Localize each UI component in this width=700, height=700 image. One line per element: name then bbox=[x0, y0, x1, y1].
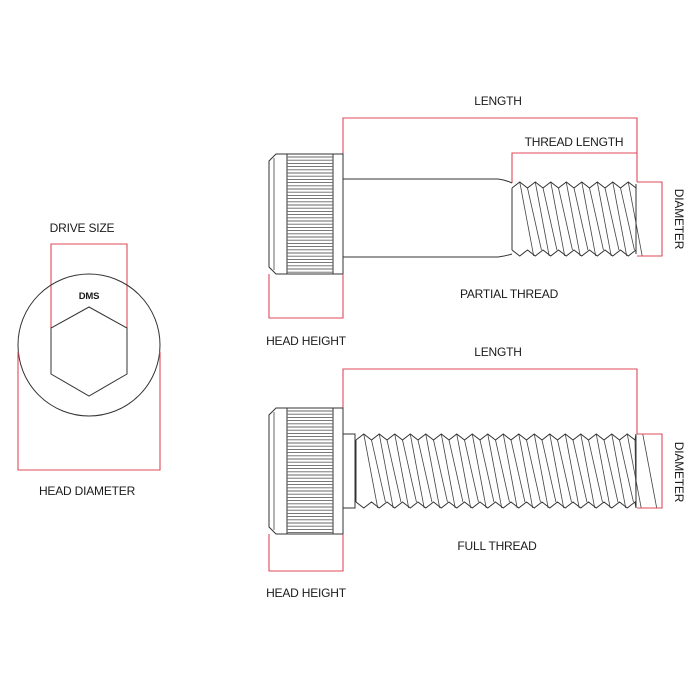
drive-size-label: DRIVE SIZE bbox=[50, 221, 115, 235]
drive-marking: DMS bbox=[79, 291, 100, 302]
thread-length-dimension bbox=[511, 152, 637, 183]
length-label: LENGTH bbox=[474, 345, 521, 359]
length-label: LENGTH bbox=[474, 94, 521, 108]
full-thread-label: FULL THREAD bbox=[457, 539, 537, 553]
diameter-dimension bbox=[637, 181, 663, 257]
partial-thread-label: PARTIAL THREAD bbox=[460, 287, 559, 301]
bolt-threads bbox=[355, 433, 658, 509]
drive-size-dimension bbox=[50, 243, 128, 328]
bolt-head bbox=[268, 153, 344, 275]
bolt-threads bbox=[511, 181, 643, 257]
bolt-shank bbox=[343, 178, 513, 258]
thread-length-label: THREAD LENGTH bbox=[525, 135, 624, 149]
head-diameter-label: HEAD DIAMETER bbox=[39, 484, 136, 498]
diameter-label: DIAMETER bbox=[672, 442, 686, 503]
diameter-label: DIAMETER bbox=[672, 189, 686, 250]
bolt-neck bbox=[343, 433, 356, 509]
head-height-label: HEAD HEIGHT bbox=[266, 586, 347, 600]
partial-thread-bolt: LENGTH THREAD LENGTH DIAMETER PARTIAL TH… bbox=[266, 94, 686, 348]
head-height-dimension bbox=[268, 534, 344, 572]
diameter-dimension bbox=[637, 433, 663, 509]
head-circle bbox=[17, 273, 161, 417]
head-height-label: HEAD HEIGHT bbox=[266, 334, 347, 348]
bolt-head bbox=[268, 407, 344, 535]
head-top-view: DRIVE SIZE DMS HEAD DIAMETER bbox=[17, 221, 161, 498]
head-diameter-dimension bbox=[17, 352, 161, 471]
length-dimension bbox=[342, 117, 638, 182]
head-height-dimension bbox=[268, 274, 344, 319]
hex-socket-icon bbox=[50, 306, 128, 397]
length-dimension bbox=[342, 368, 638, 434]
full-thread-bolt: LENGTH DIAMETER FULL THREAD HEAD HEIGHT bbox=[266, 345, 686, 600]
